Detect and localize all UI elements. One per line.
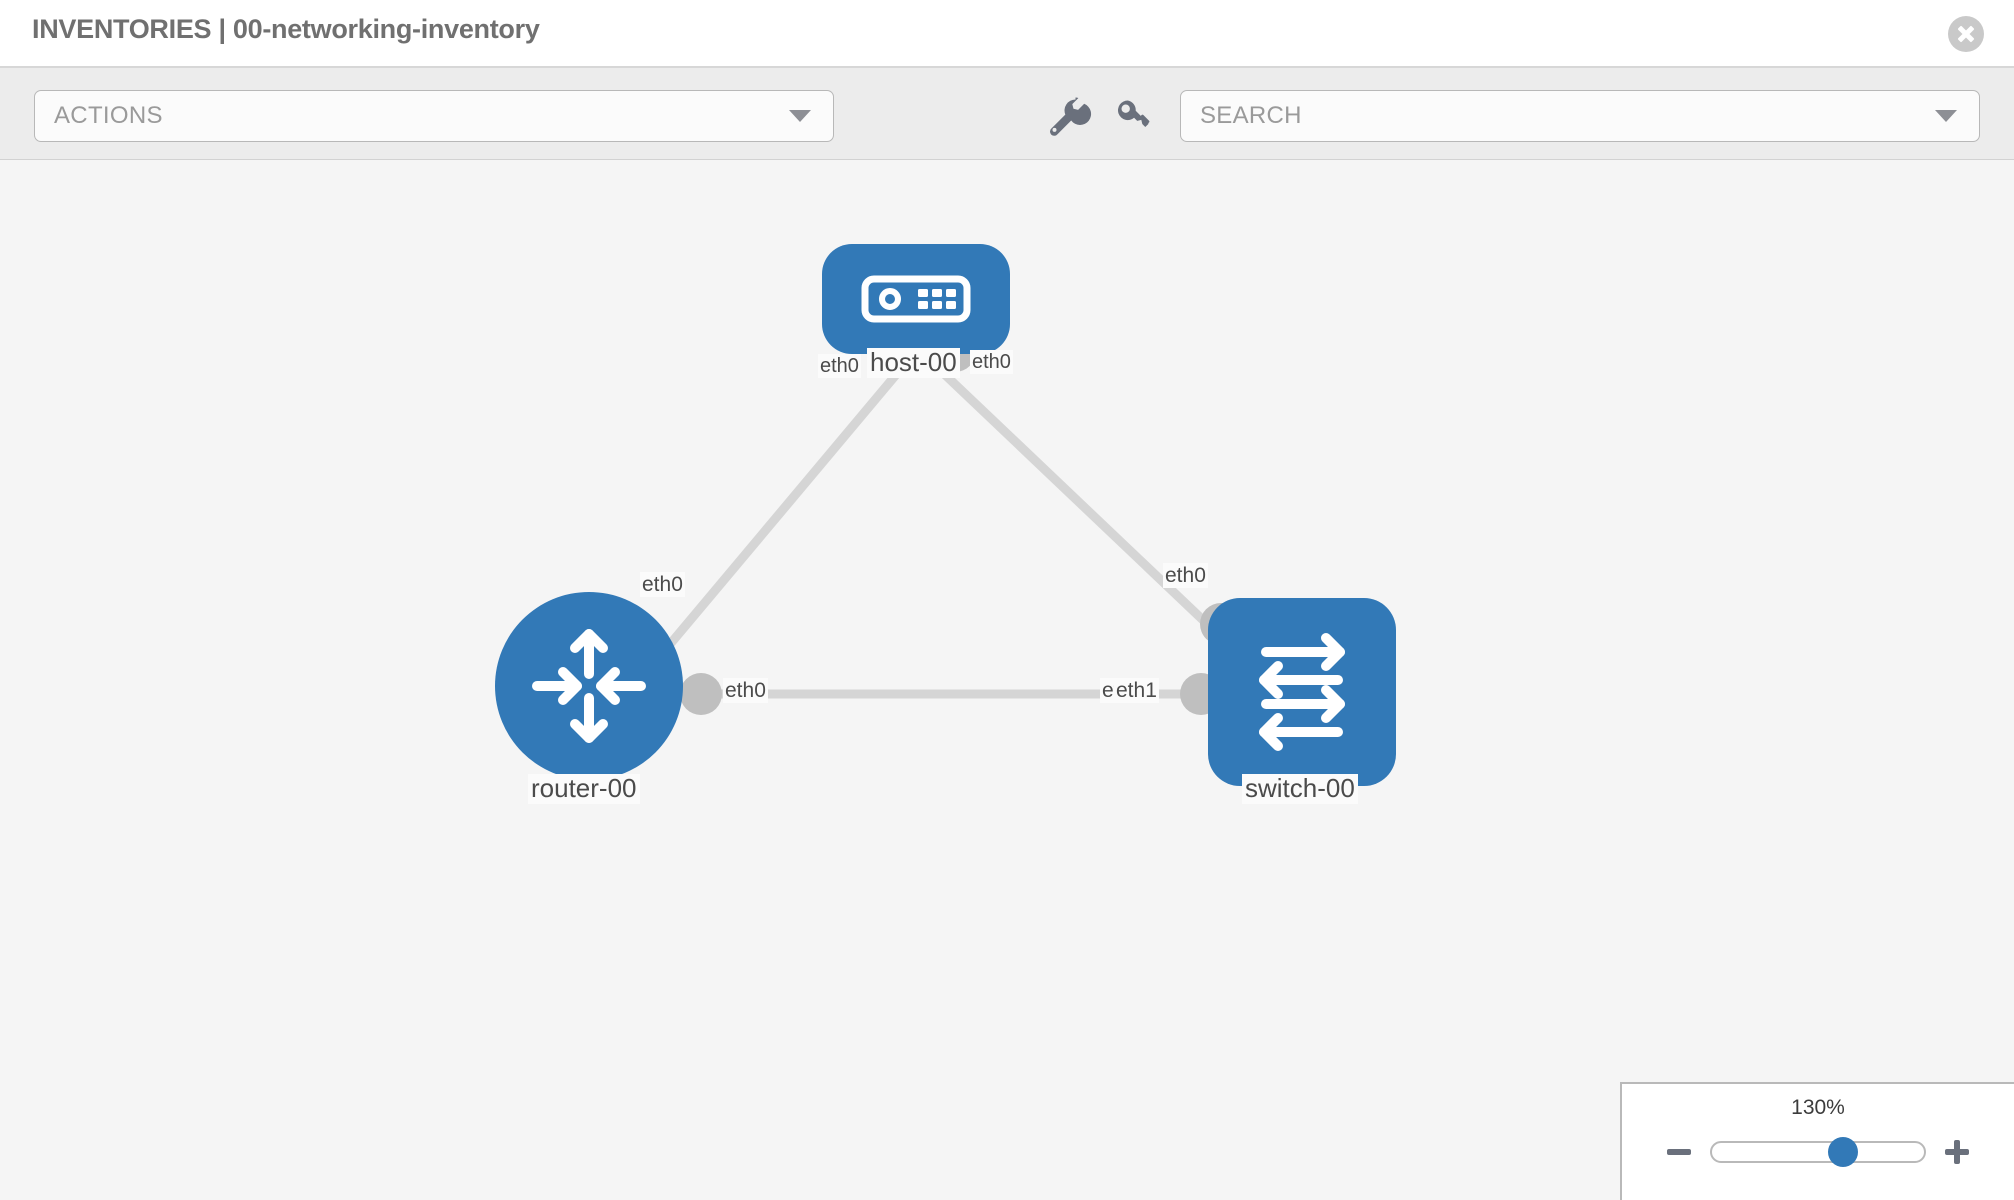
node-host-00-label: host-00 — [867, 347, 960, 378]
zoom-slider-thumb[interactable] — [1828, 1137, 1859, 1167]
edge-label-switch-up: eth0 — [1163, 563, 1208, 589]
actions-dropdown-label: ACTIONS — [54, 102, 163, 129]
close-icon[interactable] — [1948, 16, 1984, 52]
node-router-00-shape[interactable] — [495, 592, 683, 780]
chevron-down-icon — [1935, 110, 1957, 122]
zoom-slider[interactable] — [1710, 1137, 1926, 1167]
node-switch-00-label: switch-00 — [1242, 773, 1358, 804]
switch-arrows-icon — [1259, 633, 1345, 751]
toolbar: ACTIONS SEARCH — [0, 68, 2014, 160]
zoom-percent-label: 130% — [1791, 1096, 1845, 1119]
page-header: INVENTORIES | 00-networking-inventory — [0, 0, 2014, 68]
key-icon[interactable] — [1108, 90, 1160, 142]
zoom-slider-row — [1622, 1132, 2014, 1172]
edge-host-switch — [936, 366, 1249, 664]
search-input[interactable]: SEARCH — [1180, 90, 1980, 142]
topology-canvas[interactable]: host-00 router-00 — [0, 160, 2014, 1200]
node-switch-00-shape[interactable] — [1208, 598, 1396, 786]
edge-label-switch-left-b: eth1 — [1114, 678, 1159, 704]
chevron-down-icon — [789, 110, 811, 122]
server-icon — [861, 275, 971, 323]
edge-label-router-right: eth0 — [723, 678, 768, 704]
plus-icon[interactable] — [1940, 1135, 1974, 1169]
edge-label-host-left: eth0 — [818, 354, 861, 378]
port-router-right[interactable] — [680, 673, 722, 715]
actions-dropdown[interactable]: ACTIONS — [34, 90, 834, 142]
search-placeholder: SEARCH — [1200, 102, 1302, 129]
page-title: INVENTORIES | 00-networking-inventory — [32, 14, 540, 44]
node-host-00-shape[interactable] — [822, 244, 1010, 354]
edge-host-router — [636, 367, 904, 683]
wrench-icon[interactable] — [1040, 90, 1092, 142]
zoom-control-panel: 130% — [1620, 1082, 2014, 1200]
edge-label-host-right: eth0 — [970, 350, 1013, 374]
edge-label-router-up: eth0 — [640, 572, 685, 598]
minus-icon[interactable] — [1662, 1135, 1696, 1169]
node-router-00-label: router-00 — [528, 773, 640, 804]
router-arrows-icon — [532, 629, 646, 743]
